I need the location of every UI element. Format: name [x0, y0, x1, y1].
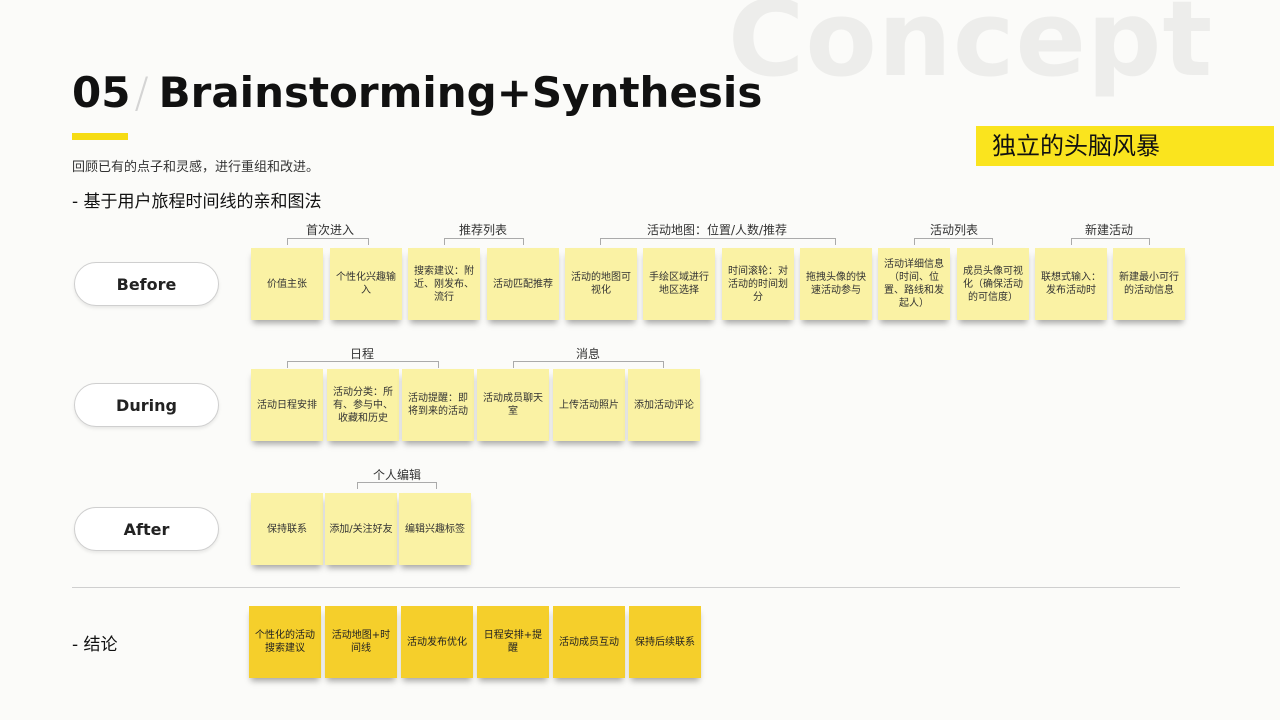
note-during: 活动日程安排	[251, 369, 323, 441]
phase-during: During	[74, 383, 219, 427]
concept-watermark: Concept	[728, 0, 1214, 100]
note-during: 添加活动评论	[628, 369, 700, 441]
note-before: 联想式输入：发布活动时	[1035, 248, 1107, 320]
note-before: 活动详细信息（时间、位置、路线和发起人）	[878, 248, 950, 320]
page-title: 05/Brainstorming+Synthesis	[72, 68, 762, 117]
note-conclusion: 活动地图+时间线	[325, 606, 397, 678]
title-text: Brainstorming+Synthesis	[158, 68, 763, 117]
group-bracket-schedule	[287, 361, 439, 368]
note-conclusion: 活动发布优化	[401, 606, 473, 678]
group-label-schedule: 日程	[349, 347, 375, 361]
note-conclusion: 保持后续联系	[629, 606, 701, 678]
title-accent-bar	[72, 133, 128, 140]
note-after: 编辑兴趣标签	[399, 493, 471, 565]
note-conclusion: 个性化的活动搜索建议	[249, 606, 321, 678]
note-before: 新建最小可行的活动信息	[1113, 248, 1185, 320]
note-conclusion: 活动成员互动	[553, 606, 625, 678]
group-label-personal-edit: 个人编辑	[372, 468, 422, 482]
note-after: 保持联系	[251, 493, 323, 565]
group-bracket-activity-map	[600, 238, 836, 245]
note-during: 活动成员聊天室	[477, 369, 549, 441]
group-label-recommend-list: 推荐列表	[458, 223, 508, 237]
note-before: 时间滚轮：对活动的时间划分	[722, 248, 794, 320]
group-bracket-messages	[513, 361, 664, 368]
note-before: 搜索建议：附近、刚发布、流行	[408, 248, 480, 320]
section-tag: 独立的头脑风暴	[976, 126, 1274, 166]
phase-before: Before	[74, 262, 219, 306]
note-after: 添加/关注好友	[325, 493, 397, 565]
phase-after: After	[74, 507, 219, 551]
note-before: 活动的地图可视化	[565, 248, 637, 320]
note-during: 活动提醒：即将到来的活动	[402, 369, 474, 441]
title-number: 05	[72, 68, 131, 117]
note-during: 上传活动照片	[553, 369, 625, 441]
group-bracket-new-activity	[1071, 238, 1150, 245]
group-label-activity-list: 活动列表	[929, 223, 979, 237]
group-label-new-activity: 新建活动	[1084, 223, 1134, 237]
group-bracket-recommend-list	[444, 238, 524, 245]
group-label-messages: 消息	[575, 347, 601, 361]
group-bracket-personal-edit	[357, 482, 437, 489]
note-before: 成员头像可视化（确保活动的可信度）	[957, 248, 1029, 320]
title-slash: /	[134, 68, 149, 117]
note-during: 活动分类：所有、参与中、收藏和历史	[327, 369, 399, 441]
subtitle: 回顾已有的点子和灵感，进行重组和改进。	[72, 160, 320, 175]
section-divider	[72, 587, 1180, 588]
group-label-first-entry: 首次进入	[305, 223, 355, 237]
conclusion-label: - 结论	[72, 635, 118, 655]
group-bracket-activity-list	[914, 238, 993, 245]
note-before: 个性化兴趣输入	[330, 248, 402, 320]
note-before: 价值主张	[251, 248, 323, 320]
note-before: 手绘区域进行地区选择	[643, 248, 715, 320]
method-heading: - 基于用户旅程时间线的亲和图法	[72, 192, 322, 212]
group-bracket-first-entry	[287, 238, 369, 245]
note-before: 拖拽头像的快速活动参与	[800, 248, 872, 320]
note-conclusion: 日程安排+提醒	[477, 606, 549, 678]
note-before: 活动匹配推荐	[487, 248, 559, 320]
group-label-activity-map: 活动地图：位置/人数/推荐	[646, 223, 788, 237]
